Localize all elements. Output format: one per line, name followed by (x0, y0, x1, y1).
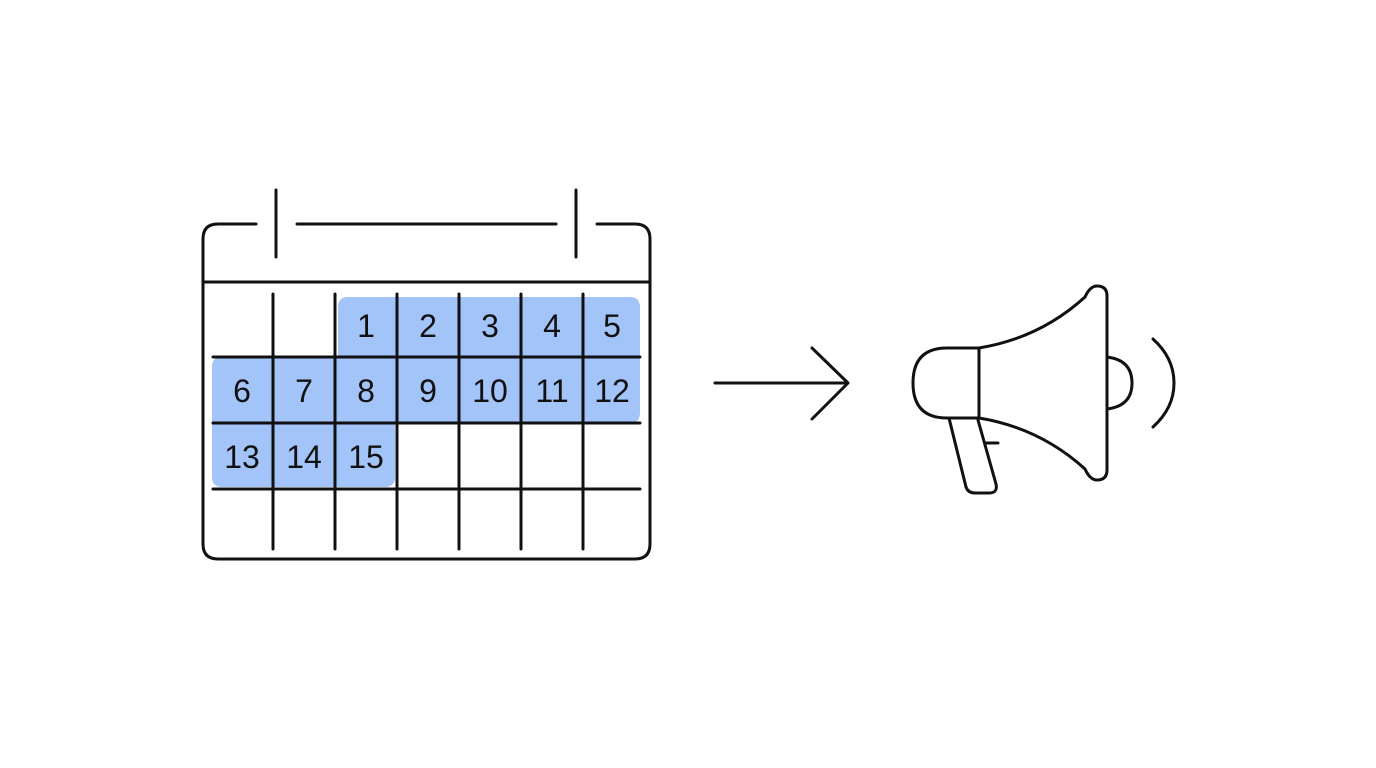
calendar-day-12: 12 (594, 373, 630, 409)
megaphone-handle (947, 416, 998, 495)
calendar-day-5: 5 (603, 308, 621, 344)
arrow-head (810, 346, 850, 421)
highlighted-days-region (212, 297, 640, 487)
calendar-day-4: 4 (543, 308, 561, 344)
megaphone-bell (1105, 355, 1134, 411)
calendar-day-9: 9 (419, 373, 437, 409)
arrow-right-icon (713, 346, 850, 421)
calendar-day-15: 15 (348, 439, 384, 475)
calendar-day-13: 13 (224, 439, 260, 475)
calendar-day-3: 3 (481, 308, 499, 344)
calendar-day-11: 11 (535, 373, 568, 409)
calendar-day-2: 2 (419, 308, 437, 344)
calendar-day-7: 7 (295, 373, 313, 409)
calendar-frame (201, 222, 652, 561)
calendar-day-14: 14 (286, 439, 322, 475)
megaphone-horn (977, 284, 1109, 482)
calendar-day-6: 6 (233, 373, 251, 409)
megaphone-icon (911, 284, 1176, 495)
calendar-day-1: 1 (357, 308, 375, 344)
calendar-day-8: 8 (357, 373, 375, 409)
calendar-day-10: 10 (472, 373, 508, 409)
sound-wave (1151, 337, 1176, 429)
calendar-grid (211, 292, 642, 551)
megaphone-back-cap (911, 346, 981, 420)
